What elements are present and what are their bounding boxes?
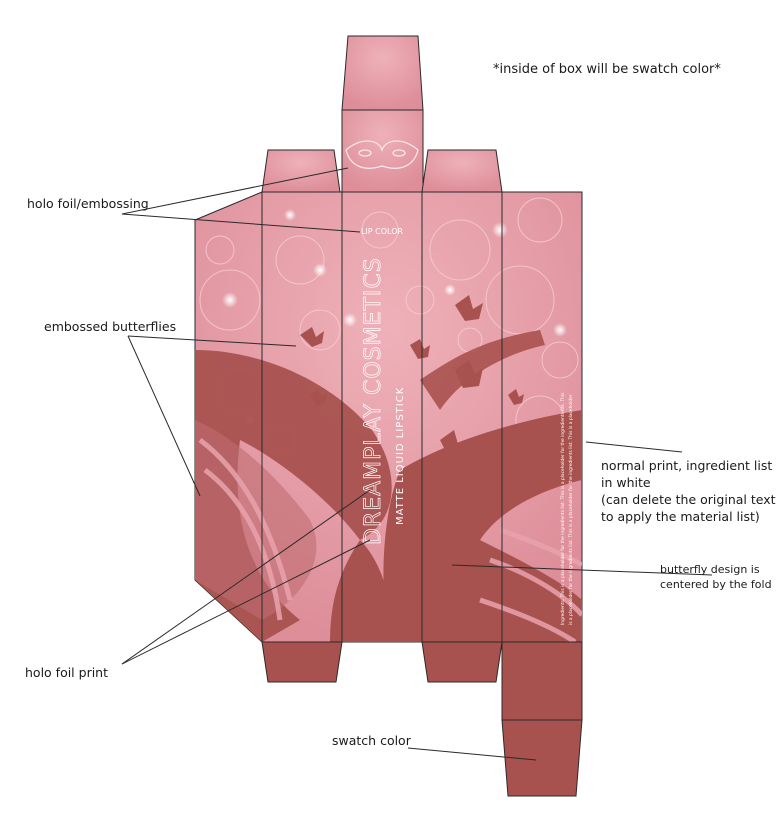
svg-text:normal print, ingredient list: normal print, ingredient list (601, 458, 772, 473)
dust-flap-bottom-left (261, 641, 343, 683)
top-tuck-flap (341, 35, 424, 193)
callout-butterfly-centered: butterfly design is centered by the fold (660, 563, 772, 591)
callout-holo-foil-print: holo foil print (25, 665, 108, 680)
product-name: MATTE LIQUID LIPSTICK (395, 387, 406, 525)
bottom-tuck-flap (501, 641, 583, 797)
brand-name: DREAMPLAY COSMETICS (361, 257, 386, 545)
mask-emblem-icon (345, 140, 419, 169)
ingredient-line-2: is a placeholder for the ingredients lis… (568, 394, 574, 625)
callout-normal-print: normal print, ingredient list in white (… (601, 458, 776, 524)
svg-text:butterfly design is: butterfly design is (660, 563, 760, 576)
callout-swatch-color: swatch color (332, 733, 412, 748)
ingredient-line-1: Ingredients: This is a placeholder for t… (560, 392, 566, 625)
butterfly-wing-design (195, 330, 582, 642)
wing-highlights (198, 438, 582, 642)
inside-box-note: *inside of box will be swatch color* (493, 62, 721, 77)
svg-text:to apply the material list): to apply the material list) (601, 509, 760, 524)
dust-flap-bottom-right (421, 641, 503, 683)
lip-color-label: LIP COLOR (361, 227, 404, 236)
callout-holo-foil-embossing: holo foil/embossing (27, 196, 149, 211)
dust-flap-top-left (261, 149, 341, 193)
callout-embossed-butterflies: embossed butterflies (44, 319, 176, 334)
embossed-butterflies (300, 295, 524, 460)
leader-lines (121, 167, 713, 761)
svg-text:centered by the fold: centered by the fold (660, 578, 772, 591)
box-body (194, 191, 583, 643)
svg-text:in white: in white (601, 475, 651, 490)
svg-text:(can delete the original text: (can delete the original text (601, 492, 776, 507)
dust-flap-top-right (421, 149, 503, 193)
